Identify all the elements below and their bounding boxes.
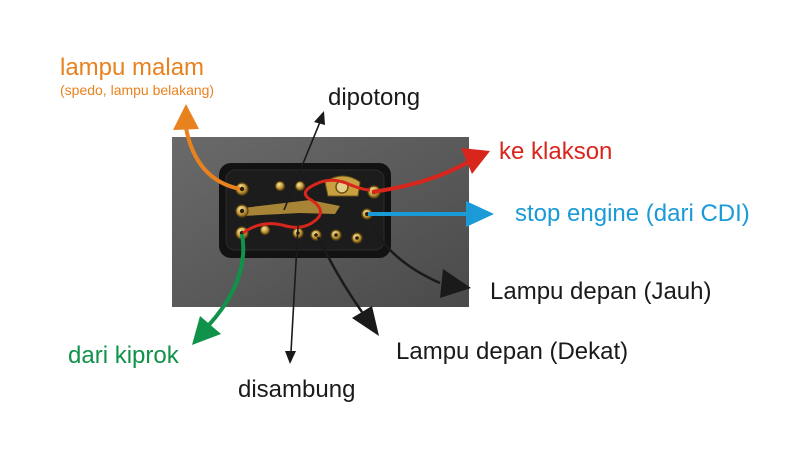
arrow-orange <box>173 104 241 191</box>
arrow-blue <box>368 201 494 227</box>
jumper-wire <box>242 178 371 235</box>
arrow-black-dekat <box>316 236 379 336</box>
label-ke-klakson: ke klakson <box>499 138 613 165</box>
arrow-black-jauh <box>370 225 471 298</box>
arrow-red <box>371 148 490 194</box>
label-dari-kiprok: dari kiprok <box>68 342 179 369</box>
arrow-black-disambung <box>285 225 299 364</box>
label-dipotong: dipotong <box>328 84 421 111</box>
label-disambung: disambung <box>238 376 356 403</box>
arrow-green <box>192 233 246 345</box>
label-lampu-dekat: Lampu depan (Dekat) <box>396 338 629 365</box>
label-lampu-malam-sub: (spedo, lampu belakang) <box>60 82 215 98</box>
arrow-black-dipotong <box>283 111 325 211</box>
label-stop-engine: stop engine (dari CDI) <box>515 200 750 227</box>
label-lampu-malam: lampu malam <box>60 54 205 81</box>
label-lampu-jauh: Lampu depan (Jauh) <box>490 278 712 305</box>
